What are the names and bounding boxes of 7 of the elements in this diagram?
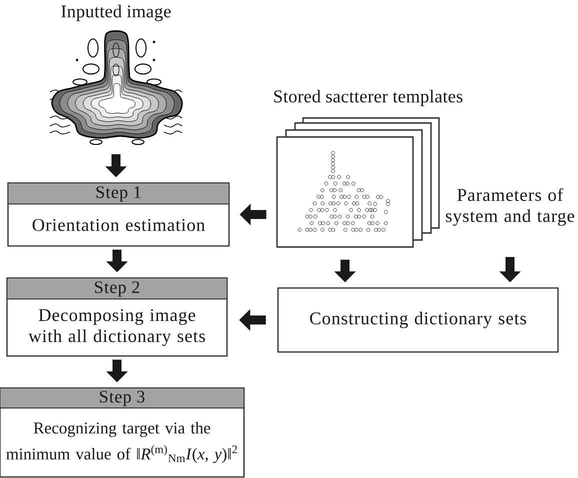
text-label: Parameters of system and targe xyxy=(446,188,574,226)
header-band: Step 2 xyxy=(7,278,227,300)
image-label: Stored sactterer templates xyxy=(274,90,462,106)
header-band: Step 1 xyxy=(8,184,229,205)
header-band: Step 3 xyxy=(0,388,244,409)
image-label: Inputted image xyxy=(61,4,171,22)
process-box: Constructing dictionary sets xyxy=(277,287,559,353)
